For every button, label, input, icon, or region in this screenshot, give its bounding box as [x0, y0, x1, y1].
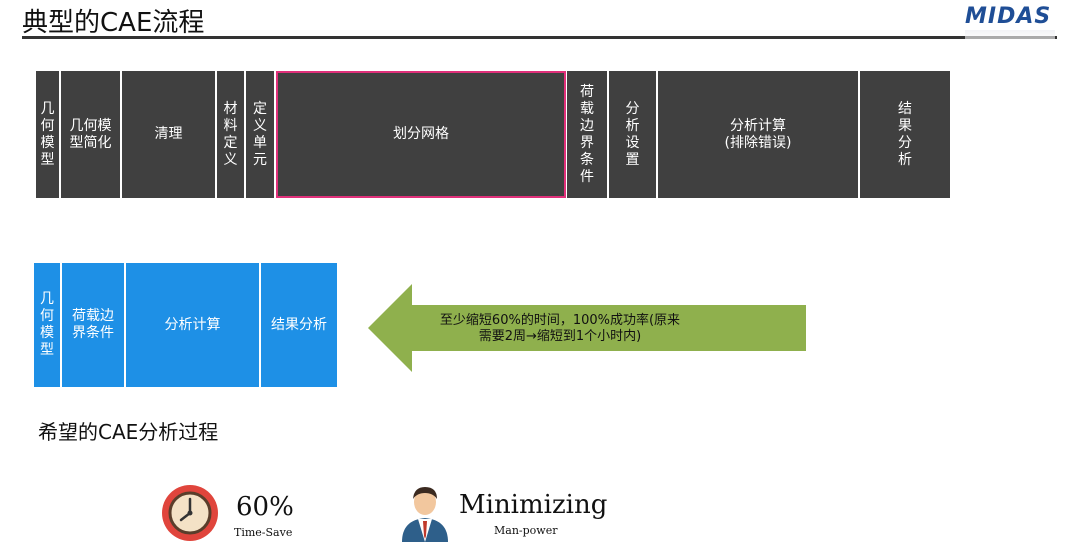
- hoped-process-title: 希望的CAE分析过程: [38, 420, 219, 444]
- logo-reflection: [965, 30, 1055, 40]
- hoped-step-results: 结果分析: [261, 263, 337, 387]
- flow-step-material: 材料定义: [217, 71, 244, 198]
- flow-step-computation: 分析计算 (排除错误): [658, 71, 858, 198]
- flow-step-label: 分析设置: [625, 100, 640, 168]
- flow-step-cleanup: 清理: [122, 71, 215, 198]
- clock-icon: [162, 485, 218, 541]
- hoped-step-label: 分析计算: [164, 316, 221, 333]
- logo-text: MIDAS: [965, 4, 1052, 29]
- arrow-caption-line1: 至少缩短60%的时间，100%成功率(原来: [439, 313, 681, 328]
- hoped-step-load-bc: 荷载边界条件: [62, 263, 124, 387]
- flow-step-meshing: 划分网格: [276, 71, 566, 198]
- flow-step-label: 划分网格: [393, 126, 449, 142]
- flow-step-label: 材料定义: [223, 100, 238, 168]
- hoped-step-label: 几何模型: [40, 291, 54, 358]
- flow-step-label: 几何模型简化: [69, 117, 112, 151]
- flow-step-label: 清理: [154, 126, 183, 142]
- flow-step-label: 几何模型: [40, 100, 55, 168]
- page-title: 典型的CAE流程: [22, 8, 205, 38]
- flow-step-load-bc: 荷载边界条件: [567, 71, 607, 198]
- time-save-label: Time-Save: [234, 526, 293, 539]
- flow-step-label: 结果分析: [898, 100, 912, 168]
- arrow-caption-line2: 需要2周→缩短到1个小时内): [478, 329, 642, 344]
- flow-step-geometry-simplify: 几何模型简化: [61, 71, 120, 198]
- hoped-step-computation: 分析计算: [126, 263, 259, 387]
- manpower-label: Man-power: [494, 524, 558, 537]
- flow-step-label: 分析计算 (排除错误): [724, 117, 792, 151]
- flow-step-label: 定义单元: [253, 100, 267, 168]
- hoped-step-label: 荷载边界条件: [72, 308, 114, 341]
- arrow-caption: 至少缩短60%的时间，100%成功率(原来 需要2周→缩短到1个小时内): [410, 313, 710, 345]
- flow-step-analysis-setup: 分析设置: [609, 71, 656, 198]
- flow-step-element: 定义单元: [246, 71, 274, 198]
- manpower-value: Minimizing: [459, 490, 608, 520]
- hoped-step-geometry: 几何模型: [34, 263, 60, 387]
- person-icon: [402, 487, 448, 542]
- hoped-step-label: 结果分析: [271, 316, 327, 333]
- midas-logo: MIDAS: [965, 4, 1051, 29]
- flow-step-results: 结果分析: [860, 71, 950, 198]
- flow-step-label: 荷载边界条件: [580, 83, 594, 185]
- time-save-value: 60%: [236, 492, 294, 522]
- left-arrow-icon: [368, 284, 806, 372]
- flow-step-geometry: 几何模型: [36, 71, 59, 198]
- title-divider: [22, 36, 1057, 39]
